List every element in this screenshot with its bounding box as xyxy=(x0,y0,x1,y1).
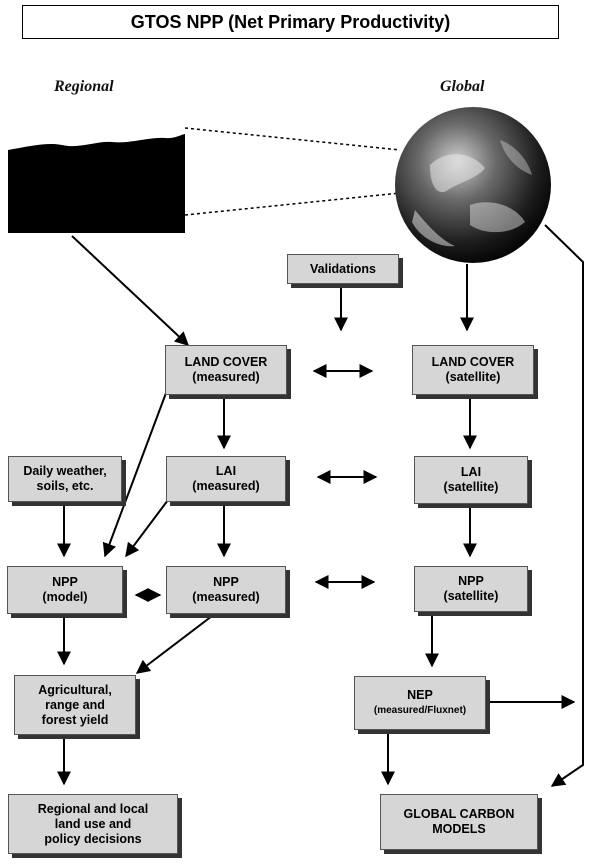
box-line: forest yield xyxy=(41,712,109,727)
box-line: (satellite) xyxy=(443,589,499,603)
box-line: LAND COVER xyxy=(184,355,268,369)
validations-box: Validations xyxy=(287,254,399,284)
box-line: (measured) xyxy=(192,590,260,604)
box-line: NPP xyxy=(458,574,484,588)
box-line: range and xyxy=(45,697,105,712)
zoom-line-bottom xyxy=(184,192,401,216)
box-line: NPP xyxy=(52,575,78,589)
land-cover-satellite-box: LAND COVER (satellite) xyxy=(412,345,534,395)
box-line: policy decisions xyxy=(44,831,142,846)
zoom-line-top xyxy=(184,127,401,151)
npp-model-box: NPP (model) xyxy=(7,566,123,614)
box-line: soils, etc. xyxy=(36,479,94,493)
box-line: NPP xyxy=(213,575,239,589)
box-line: (measured) xyxy=(192,370,260,384)
box-line: (satellite) xyxy=(445,370,501,384)
npp-satellite-box: NPP (satellite) xyxy=(414,566,528,612)
box-line: (model) xyxy=(42,590,88,604)
validations-label: Validations xyxy=(310,261,376,276)
box-line: LAI xyxy=(215,464,237,478)
box-line: land use and xyxy=(54,816,132,831)
land-cover-measured-box: LAND COVER (measured) xyxy=(165,345,287,395)
box-line: Agricultural, xyxy=(38,682,112,697)
box-line: Regional and local xyxy=(37,801,149,816)
diagram-title: GTOS NPP (Net Primary Productivity) xyxy=(22,5,559,39)
global-label: Global xyxy=(440,78,485,95)
box-line: (measured/Fluxnet) xyxy=(373,705,467,716)
box-line: LAI xyxy=(460,465,482,479)
lai-measured-box: LAI (measured) xyxy=(166,456,286,502)
globe-image xyxy=(395,107,551,263)
box-line: LAND COVER xyxy=(431,355,515,369)
box-line: NEP xyxy=(407,688,433,702)
global-carbon-models-box: GLOBAL CARBON MODELS xyxy=(380,794,538,850)
landscape-silhouette xyxy=(8,134,185,233)
box-line: MODELS xyxy=(432,822,486,836)
nep-box: NEP (measured/Fluxnet) xyxy=(354,676,486,730)
box-line: Daily weather, xyxy=(23,464,107,478)
agricultural-yield-box: Agricultural, range and forest yield xyxy=(14,675,136,735)
box-line: (measured) xyxy=(192,479,260,493)
daily-weather-box: Daily weather, soils, etc. xyxy=(8,456,122,502)
box-line: (satellite) xyxy=(443,480,499,494)
npp-measured-box: NPP (measured) xyxy=(166,566,286,614)
box-line: GLOBAL CARBON xyxy=(403,807,515,821)
regional-label: Regional xyxy=(54,78,114,95)
regional-local-decisions-box: Regional and local land use and policy d… xyxy=(8,794,178,854)
lai-satellite-box: LAI (satellite) xyxy=(414,456,528,504)
